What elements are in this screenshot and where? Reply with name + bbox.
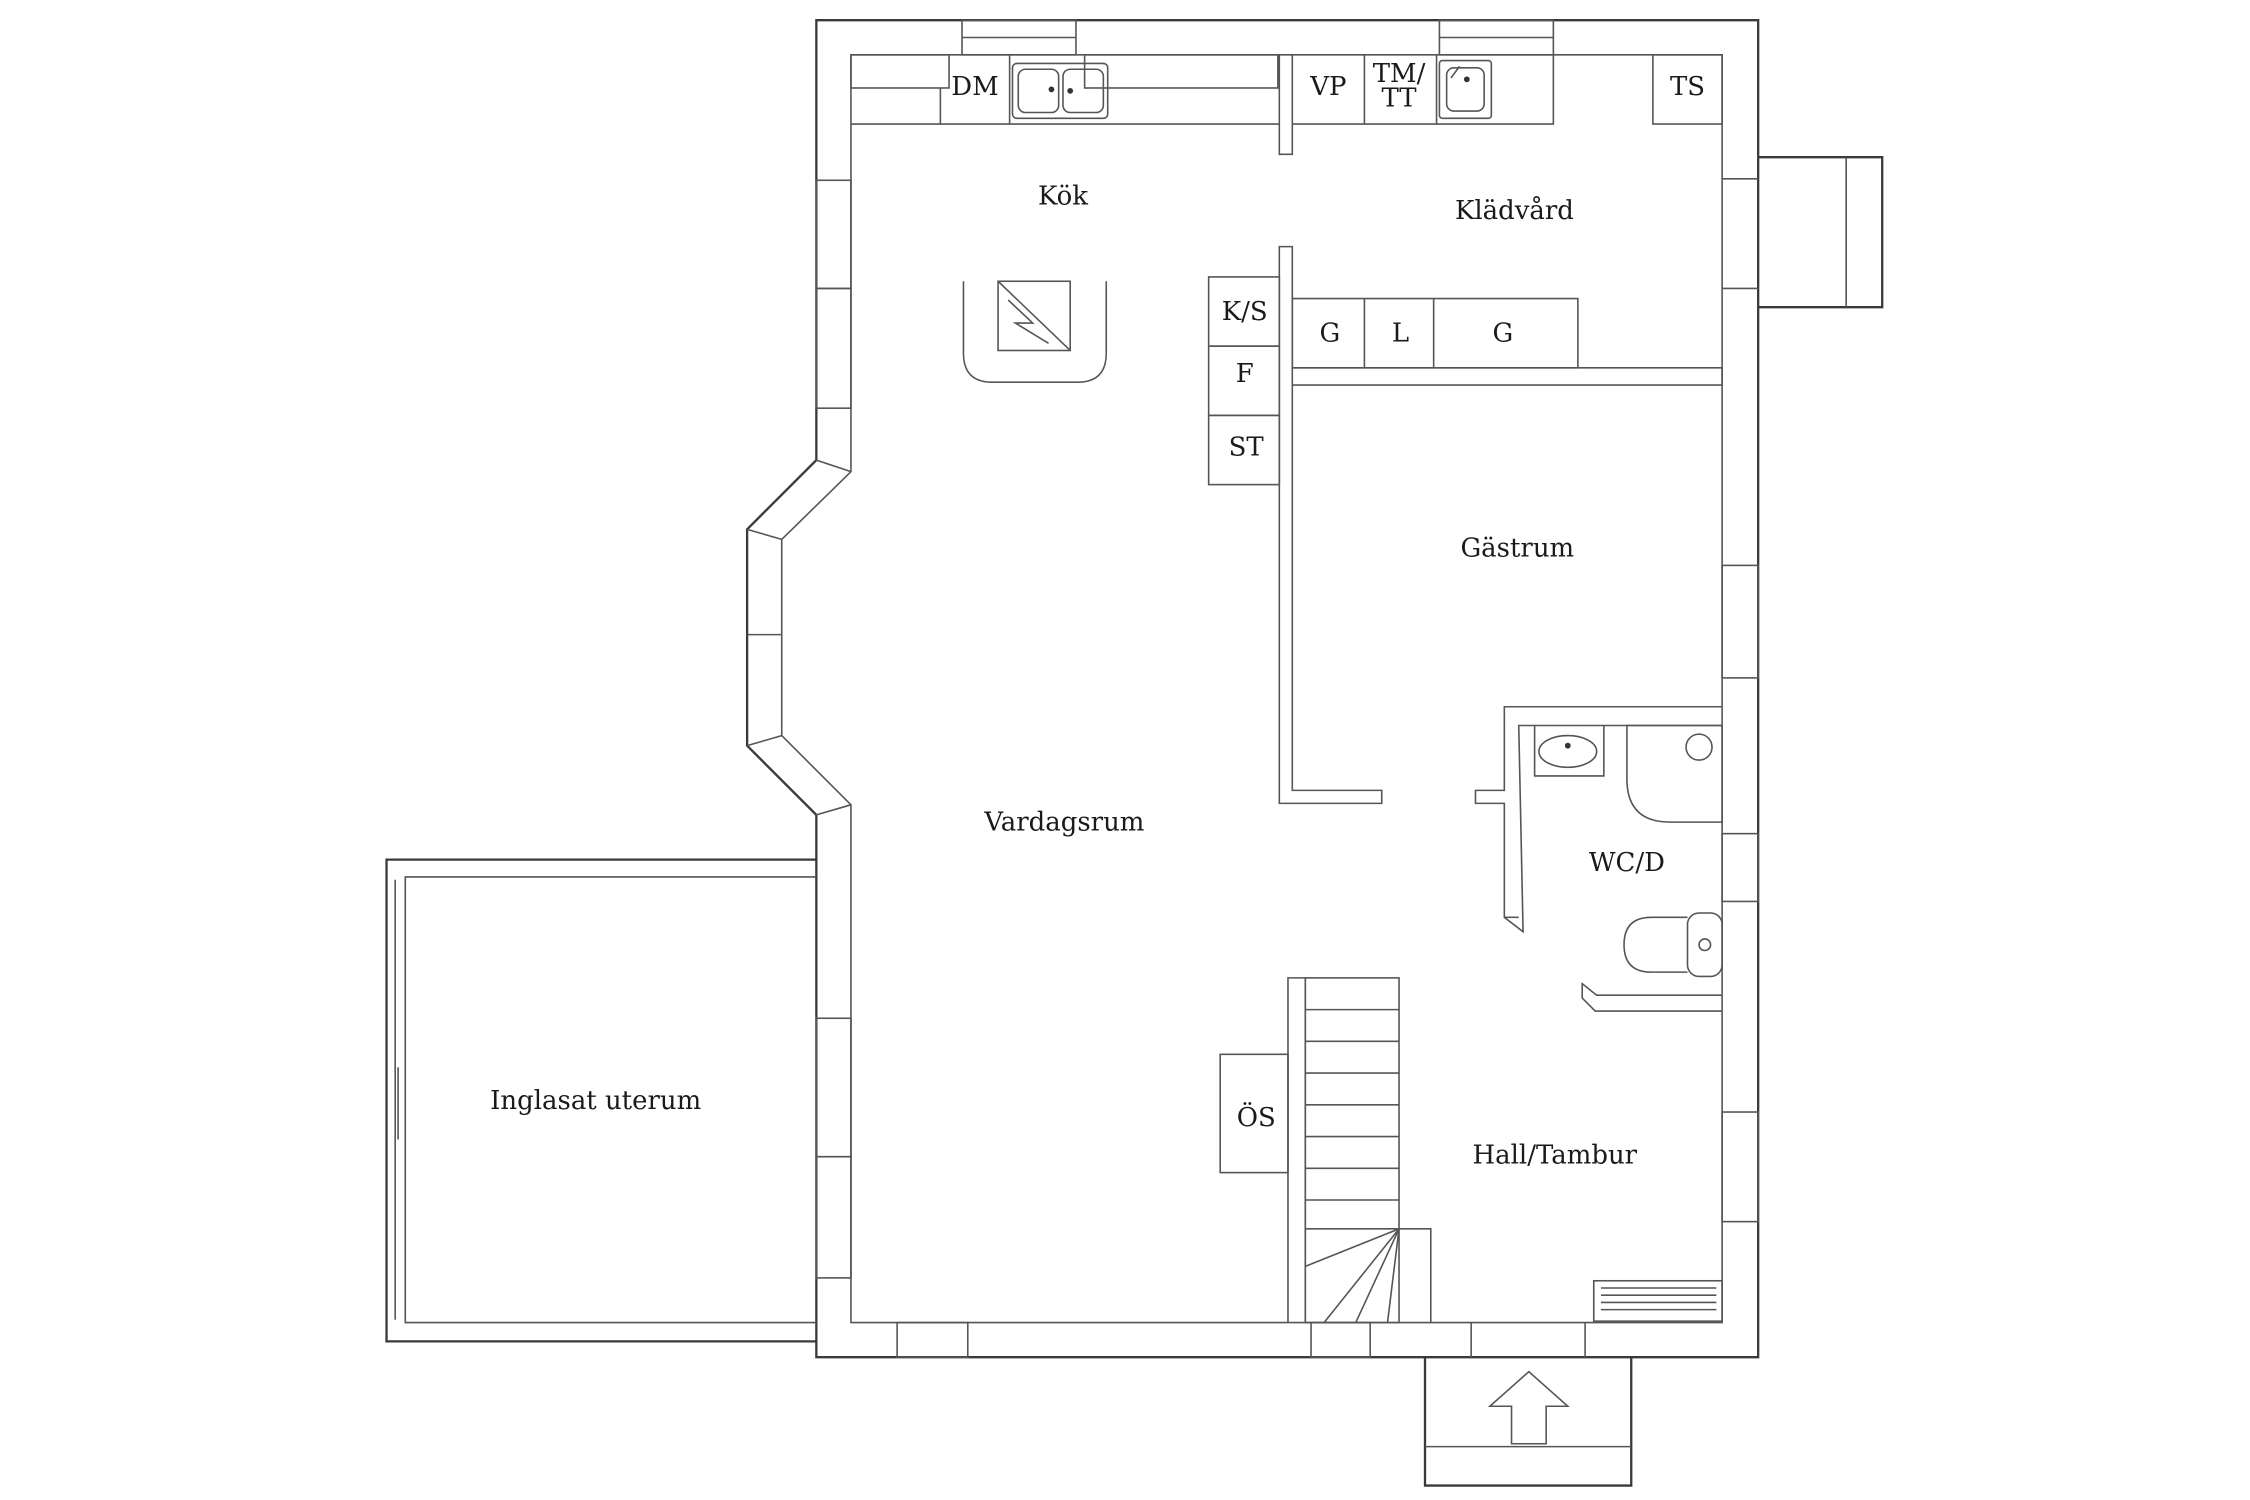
fixture-label-dm: DM [951,72,998,102]
fixture-label-ts: TS [1670,72,1705,102]
bathroom-fixtures [1533,724,1723,978]
fixture-label-vp: VP [1309,72,1346,102]
room-label-uterum: Inglasat uterum [490,1086,701,1116]
fixture-label-tt: TT [1381,84,1417,114]
fixture-label-g2: G [1493,319,1514,349]
washbasin-icon [1533,725,1605,777]
interior-walls [1278,54,1723,1323]
room-label-hall: Hall/Tambur [1473,1141,1638,1171]
fixture-label-tm: TM/ [1373,59,1426,89]
fixture-labels: DM VP TM/ TT TS K/S F ST G L G ÖS [951,59,1705,1133]
storage-cabinet [1219,1053,1289,1174]
toilet-icon [1623,912,1723,978]
kitchen-sink-icon [1011,62,1109,120]
fixture-label-os: ÖS [1237,1101,1276,1133]
room-label-kok: Kök [1038,182,1088,212]
fixture-label-l: L [1392,319,1409,349]
side-annex [1722,156,1884,309]
staircase [1304,977,1432,1324]
room-label-gastrum: Gästrum [1460,534,1574,564]
room-labels: Kök Klädvård Gästrum Vardagsrum WC/D Hal… [490,182,1665,1171]
room-label-wc: WC/D [1589,848,1665,878]
room-label-vardagsrum: Vardagsrum [983,808,1144,838]
entrance [1423,1322,1633,1487]
sunroom [385,858,817,1343]
kitchen-counters [850,54,1281,486]
fixture-label-g1: G [1319,319,1340,349]
room-label-kladvard: Klädvård [1455,195,1574,226]
exterior-walls [745,19,1760,1359]
fixture-label-f: F [1236,359,1254,389]
heater-icon [1592,1279,1723,1322]
laundry-sink-icon [1438,59,1493,120]
fixture-label-ks: K/S [1222,297,1268,327]
shower-icon [1626,724,1723,823]
hob-icon [997,280,1071,352]
laundry-counters [1291,54,1723,369]
windows [815,19,1759,1359]
fixture-label-st: ST [1229,433,1265,463]
entrance-arrow-icon [1487,1370,1570,1445]
